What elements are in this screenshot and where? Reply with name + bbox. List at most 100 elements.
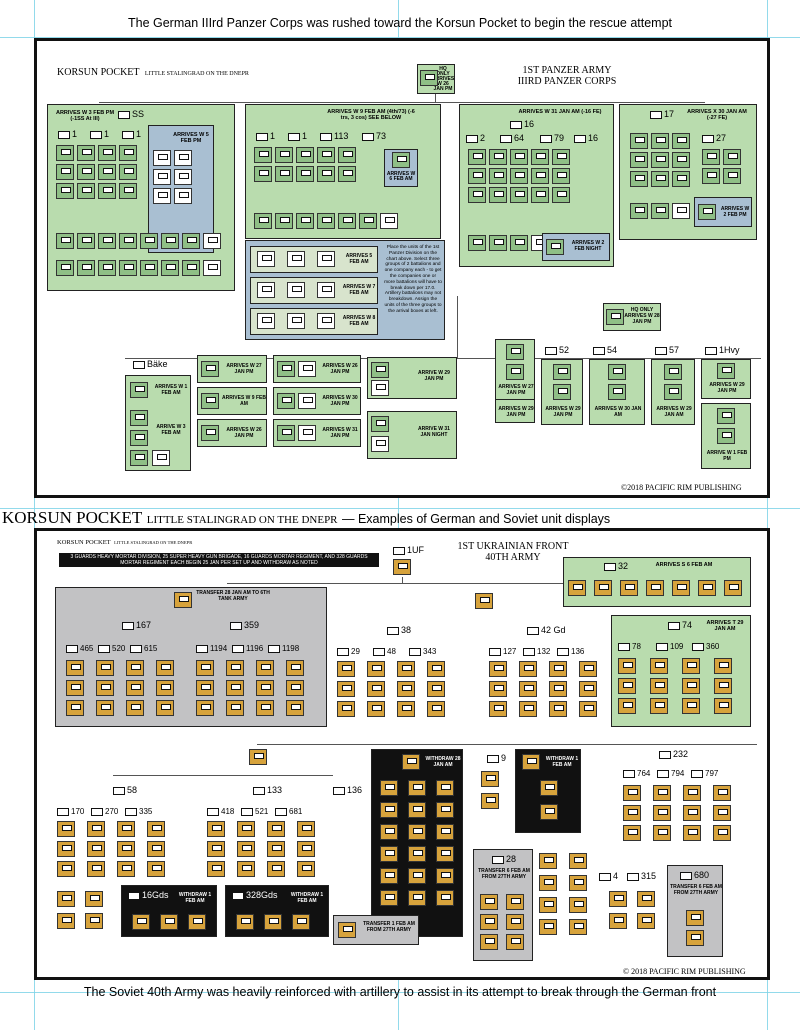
unit-counter [380,213,398,229]
unit-symbol-icon [131,664,141,670]
unit-counter [174,150,192,166]
unit-counter [201,361,219,377]
unit-symbol-icon [376,440,386,446]
unit-symbol-icon [413,828,423,834]
unit-counter [489,149,507,165]
inner-arrives-label: ARRIVES W 6 FEB AM [386,171,416,182]
transfer3-label: TRANSFER 6 FEB AM FROM 27TH ARMY [670,884,722,896]
unit-counter [683,785,701,801]
unit-counter [371,362,389,378]
unit-symbol-icon [557,647,569,656]
unit-counter [436,780,454,796]
unit-counter [196,700,214,716]
soviet-subtitle-text: LITTLE STALINGRAD ON THE DNEPR [114,540,193,545]
unit-symbol-icon [658,789,668,795]
unit-counter [531,149,549,165]
sub-unit-label: 1 [288,131,307,141]
unit-counter [161,233,179,249]
heading-description: — Examples of German and Soviet unit dis… [341,512,611,526]
unit-counter [277,425,295,441]
unit-symbol-icon [688,789,698,795]
unit-counter [117,861,135,877]
unit-symbol-icon [642,917,652,923]
unit-symbol-icon [536,172,546,178]
unit-symbol-icon [62,845,72,851]
unit-symbol-icon [212,845,222,851]
unit-counter [57,821,75,837]
bottom-arrival-box: ARRIVES W 26 JAN PM [273,355,361,383]
unit-counter [56,145,74,161]
soviet-transfer-28: 28 TRANSFER 6 FEB AM FROM 27TH ARMY [473,849,533,961]
unit-counter [140,233,158,249]
unit-counter [98,233,116,249]
counter-grid [254,147,356,182]
unit-counter [119,260,137,276]
unit-counter [57,891,75,907]
unit-counter [717,363,735,379]
unit-symbol-icon [362,132,374,141]
unit-counter [618,658,636,674]
guide-line [0,37,800,38]
unit-symbol-icon [301,217,311,223]
unit-symbol-icon [719,682,729,688]
unit-counter [683,805,701,821]
corps-label-58: 58 [113,785,137,795]
army-art-counter [475,593,493,609]
unit-symbol-icon [613,368,623,374]
unit-counter [56,260,74,276]
unit-counter [397,661,415,677]
unit-counter [286,680,304,696]
unit-counter [552,149,570,165]
unit-symbol-icon [687,682,697,688]
unit-counter [682,658,700,674]
unit-symbol-icon [425,74,435,80]
unit-symbol-icon [554,665,564,671]
unit-symbol-icon [677,175,687,181]
unit-symbol-icon [342,665,352,671]
unit-counter [672,171,690,187]
unit-counter [297,861,315,877]
german-army-title: 1ST PANZER ARMY IIIRD PANZER CORPS [507,65,627,87]
unit-symbol-icon [707,153,717,159]
unit-counter [539,897,557,913]
german-bottom-col: ARRIVE W 1 FEB PM [701,403,751,469]
unit-symbol-icon [187,264,197,270]
center-arrival-row: ARRIVES W 8 FEB AM [250,308,378,335]
unit-counter [397,681,415,697]
unit-symbol-icon [161,664,171,670]
unit-counter [552,168,570,184]
unit-symbol-icon [261,684,271,690]
unit-counter [126,660,144,676]
unit-symbol-icon [92,845,102,851]
unit-counter [630,203,648,219]
center-arrival-row: ARRIVES 5 FEB AM [250,246,378,273]
unit-counter [672,203,690,219]
unit-counter [480,894,498,910]
unit-symbol-icon [722,367,732,373]
unit-counter [140,260,158,276]
unit-symbol-icon [373,647,385,656]
counter-grid [468,235,549,251]
unit-symbol-icon [135,414,145,420]
unit-symbol-icon [282,429,292,435]
unit-symbol-icon [593,346,605,355]
soviet-hq-counter [393,559,411,575]
unit-counter [317,282,335,298]
connector-line [457,296,458,358]
unit-symbol-icon [409,647,421,656]
unit-counter [650,678,668,694]
unit-counter [317,251,335,267]
unit-counter [546,239,564,255]
unit-counter [77,260,95,276]
unit-counter [98,260,116,276]
unit-counter [267,861,285,877]
soviet-withdraw-328gds: 328Gds WITHDRAW 1 FEB AM [225,885,329,937]
unit-symbol-icon [545,808,555,814]
unit-counter [489,235,507,251]
center-arrives-label: ARRIVES W 7 FEB AM [342,284,376,296]
unit-symbol-icon [101,684,111,690]
unit-counter [651,203,669,219]
unit-symbol-icon [655,682,665,688]
unit-symbol-icon [494,153,504,159]
unit-counter [481,793,499,809]
